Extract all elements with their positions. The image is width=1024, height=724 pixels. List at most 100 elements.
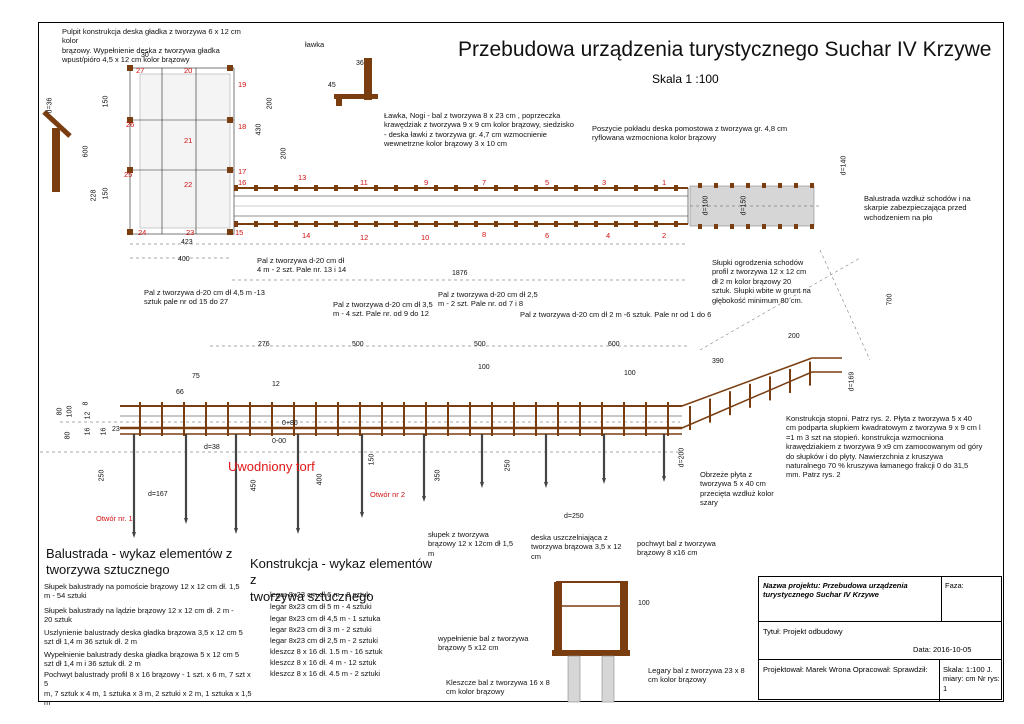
pile-number: 10: [421, 233, 430, 242]
stair-plan-post: [730, 183, 734, 188]
note-legary: Legary bal z tworzywa 23 x 8 cm kolor br…: [648, 666, 745, 685]
pile-number: 8: [482, 230, 487, 239]
pile-tip: [132, 532, 136, 538]
dim-label: 430: [255, 123, 263, 136]
pile-number: 5: [545, 178, 550, 187]
dim-label: 100: [478, 364, 490, 371]
dim-label: 16: [84, 427, 92, 436]
dim-label: 45: [328, 82, 336, 89]
section-left-post: [554, 582, 562, 652]
dim-label: d=150: [740, 195, 748, 216]
pile-number: 7: [482, 178, 487, 187]
plan-post: [434, 185, 438, 191]
balustrada-item: Pochwyt balustrady profil 8 x 16 brązowy…: [44, 670, 252, 708]
platform-post: [127, 167, 133, 173]
plan-post: [254, 221, 258, 227]
plan-post: [454, 185, 458, 191]
plan-post: [574, 185, 578, 191]
dim-label: 228: [90, 189, 98, 202]
note-pulpit: Pulpit konstrukcja deska gładka z tworzy…: [62, 27, 241, 65]
dim-label: 500: [352, 341, 364, 348]
plan-post: [354, 221, 358, 227]
dim-label: 600: [608, 341, 620, 348]
pile-number: 9: [424, 178, 429, 187]
title-block-faza: Faza:: [945, 581, 964, 590]
plan-post: [414, 221, 418, 227]
plan-post: [454, 221, 458, 227]
dim-label: 100: [638, 600, 650, 607]
konstrukcja-item: legar 8x23 cm dł 4,5 m - 1 sztuka: [270, 614, 381, 623]
dim-label: 100: [624, 370, 636, 377]
dim-label: 500: [474, 341, 486, 348]
dim-label: 150: [368, 453, 376, 466]
pile-tip: [234, 528, 238, 534]
dim-label: 1876: [452, 270, 468, 277]
dim-label: 30: [141, 52, 149, 59]
konstrukcja-item: kleszcz 8 x 16 dł. 1.5 m - 16 sztuk: [270, 647, 383, 656]
pile-number: 23: [186, 228, 195, 237]
plan-post: [334, 221, 338, 227]
pile-tip: [662, 476, 666, 482]
plan-post: [254, 185, 258, 191]
note-lawka: Ławka, Nogi - bal z tworzywa 8 x 23 cm ,…: [384, 111, 574, 149]
pile-tip: [602, 478, 606, 484]
pile-number: 22: [184, 180, 193, 189]
plan-post: [234, 185, 238, 191]
pile-tip: [360, 512, 364, 518]
plan-post: [514, 221, 518, 227]
plan-post: [674, 185, 678, 191]
note-pal-7-8: Pal z tworzywa d-20 cm dł 2,5 m - 2 szt.…: [438, 290, 538, 309]
dim-label: 423: [181, 239, 193, 246]
dim-label: d=140: [840, 155, 848, 176]
section-right-post: [620, 582, 628, 652]
plan-post: [554, 185, 558, 191]
stair-plan-post: [762, 224, 766, 229]
stair-plan-post: [746, 224, 750, 229]
plan-post: [634, 185, 638, 191]
stair-plan-post: [698, 224, 702, 229]
plan-post: [674, 221, 678, 227]
pile-tip: [184, 518, 188, 524]
plan-post: [614, 185, 618, 191]
title-block-data: Data: 2016-10-05: [913, 645, 972, 654]
dim-label: 390: [712, 358, 724, 365]
pile-number: 26: [126, 120, 135, 129]
pile-tip: [296, 528, 300, 534]
dim-label: 350: [434, 469, 442, 482]
dim-label: d=167: [148, 491, 168, 498]
plan-post: [334, 185, 338, 191]
dim-label: 250: [98, 469, 106, 482]
plan-post: [554, 221, 558, 227]
note-wypelnienie: wypełnienie bal z tworzywa brązowy 5 x12…: [438, 634, 529, 653]
piles-group: [132, 402, 669, 538]
dim-label: d=100: [702, 195, 710, 216]
plan-post: [614, 221, 618, 227]
dim-label: 8: [82, 401, 90, 406]
pile-number: 12: [360, 233, 369, 242]
dim-label: 400: [316, 473, 324, 486]
stair-plan-post: [810, 224, 814, 229]
stair-plan-post: [714, 183, 718, 188]
balustrada-heading: Balustrada - wykaz elementów z tworzywa …: [46, 546, 233, 578]
konstrukcja-item: legar 8x23 cm dł 5 m - 4 sztuki: [270, 602, 372, 611]
plan-post: [414, 185, 418, 191]
stair-plan-post: [810, 183, 814, 188]
pile-number: 20: [184, 66, 193, 75]
note-uwodniony-torf: Uwodniony torf: [228, 459, 315, 474]
plan-post: [654, 185, 658, 191]
pile-tip: [422, 496, 426, 502]
plan-post: [534, 221, 538, 227]
drawing-scale: Skala 1 :100: [652, 72, 719, 86]
section-pile-right: [601, 655, 615, 703]
note-konstrukcja-stopni: Konstrukcja stopni. Patrz rys. 2. Płyta …: [786, 414, 983, 480]
pile-number: 14: [302, 231, 311, 240]
dim-label: 200: [280, 147, 288, 160]
balustrada-item: Słupek balustrady na lądzie brązowy 12 x…: [44, 606, 234, 625]
section-deck: [552, 650, 630, 656]
stair-plan-post: [746, 183, 750, 188]
note-pochwyt: pochwyt bal z tworzywa brązowy 8 x16 cm: [637, 539, 716, 558]
balustrada-item: Uszlynienie balustrady deska gładka brąz…: [44, 628, 243, 647]
title-block-projektowal: Projektował: Marek Wrona Opracował: Spra…: [763, 665, 928, 674]
platform-post: [127, 117, 133, 123]
